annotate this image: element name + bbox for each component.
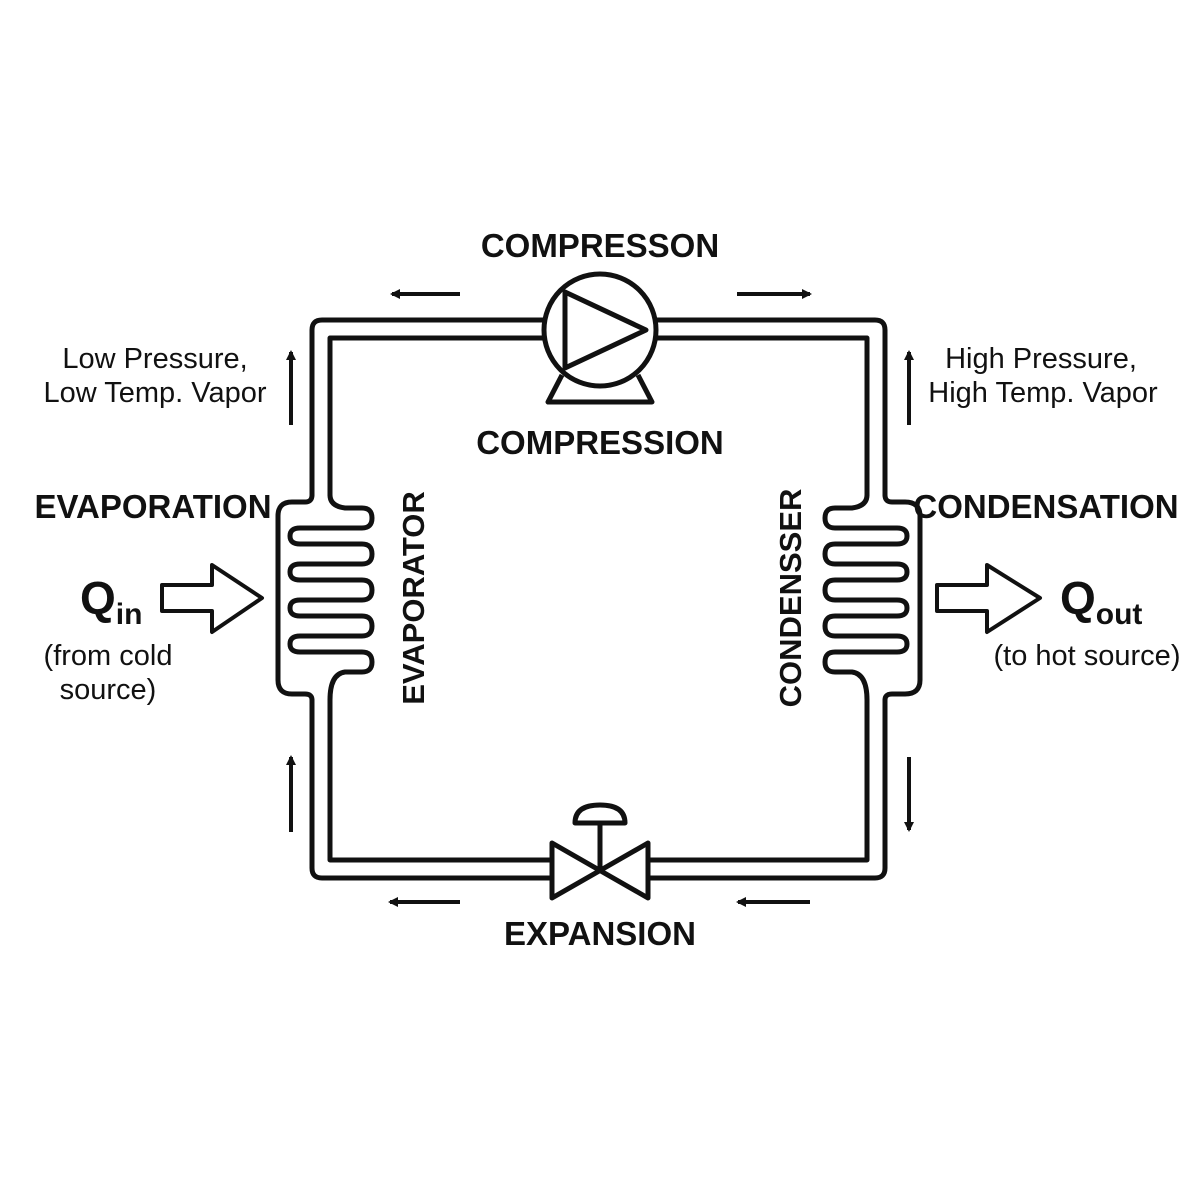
low-side-line-2: Low Temp. Vapor bbox=[44, 377, 267, 409]
valve-handle bbox=[572, 802, 628, 826]
heat-in-symbol: Qin bbox=[80, 572, 142, 631]
compressor-body bbox=[541, 271, 659, 389]
expansion-label: EXPANSION bbox=[504, 915, 696, 952]
low-side-line-1: Low Pressure, bbox=[62, 343, 247, 375]
high-side-state-label: High Pressure, High Temp. Vapor bbox=[928, 343, 1158, 409]
heat-out-arrow bbox=[935, 563, 1042, 634]
valve-body bbox=[549, 840, 651, 901]
condenser-coil bbox=[822, 492, 923, 703]
condensation-label: CONDENSATION bbox=[913, 488, 1178, 525]
high-side-line-2: High Temp. Vapor bbox=[928, 377, 1158, 409]
heat-out-note: (to hot source) bbox=[994, 640, 1181, 672]
low-side-state-label: Low Pressure, Low Temp. Vapor bbox=[44, 343, 267, 409]
compressor-triangle bbox=[562, 289, 649, 371]
pipe-bottom-left-outer bbox=[309, 697, 555, 881]
high-side-line-1: High Pressure, bbox=[945, 343, 1137, 375]
heat-out-subscript: out bbox=[1096, 598, 1143, 631]
heat-in-note-line-2: source) bbox=[60, 674, 157, 706]
pipe-top-right-inner bbox=[652, 335, 870, 498]
compression-label: COMPRESSION bbox=[476, 424, 724, 461]
pipe-bottom-right-outer bbox=[645, 697, 888, 881]
pipe-bottom-left-inner bbox=[327, 697, 555, 863]
pipe-top-left-inner bbox=[327, 335, 548, 498]
heat-in-note-line-1: (from cold bbox=[44, 640, 173, 672]
pipe-top-left-outer bbox=[309, 317, 548, 498]
compressor-symbol bbox=[541, 271, 659, 405]
heat-in-subscript: in bbox=[116, 598, 143, 631]
condenser-vertical-label: CONDENSSER bbox=[773, 489, 808, 708]
pipe-bottom-right-inner bbox=[645, 697, 870, 863]
heat-out-label: Qout (to hot source) bbox=[994, 572, 1181, 672]
pipe-top-right-outer bbox=[652, 317, 888, 498]
evaporator-vertical-label: EVAPORATOR bbox=[396, 491, 431, 705]
heat-in-arrow bbox=[160, 563, 264, 634]
expansion-valve-symbol bbox=[549, 802, 651, 901]
refrigerant-pipe-loop bbox=[309, 317, 888, 881]
evaporation-label: EVAPORATION bbox=[34, 488, 271, 525]
evaporator-coil bbox=[275, 492, 375, 703]
compresson-label: COMPRESSON bbox=[481, 227, 719, 264]
heat-in-label: Qin (from cold source) bbox=[44, 572, 173, 706]
heat-out-symbol: Qout bbox=[1060, 572, 1142, 631]
